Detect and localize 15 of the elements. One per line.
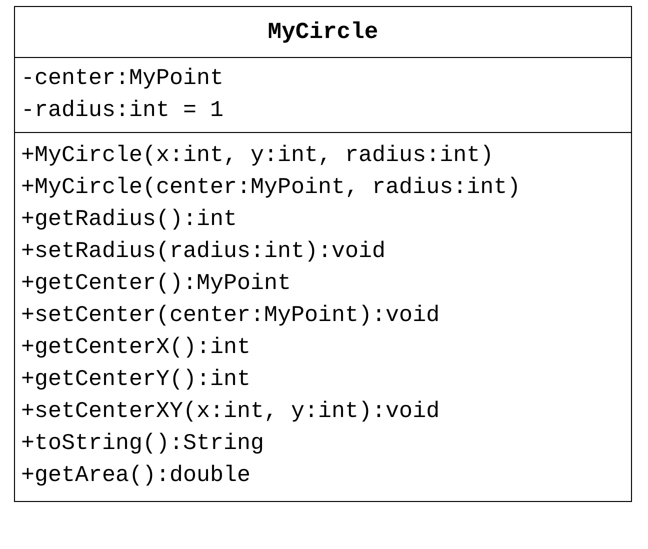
class-name: MyCircle — [266, 18, 380, 47]
operation-text: +MyCircle(center:MyPoint, radius:int) — [21, 173, 521, 202]
class-box — [14, 6, 632, 502]
operation-text: +getArea():double — [21, 461, 251, 490]
operation-text: +getCenterX():int — [21, 333, 251, 362]
attribute-text: -center:MyPoint — [21, 64, 224, 93]
operation-text: +setCenter(center:MyPoint):void — [21, 301, 440, 330]
operation-text: +getRadius():int — [21, 205, 238, 234]
operation-text: +setRadius(radius:int):void — [21, 237, 386, 266]
operation-text: +setCenterXY(x:int, y:int):void — [21, 397, 440, 426]
operation-text: +getCenter():MyPoint — [21, 269, 292, 298]
attribute-text: -radius:int = 1 — [21, 96, 224, 125]
operation-text: +toString():String — [21, 429, 264, 458]
operation-text: +getCenterY():int — [21, 365, 251, 394]
operation-text: +MyCircle(x:int, y:int, radius:int) — [21, 141, 494, 170]
